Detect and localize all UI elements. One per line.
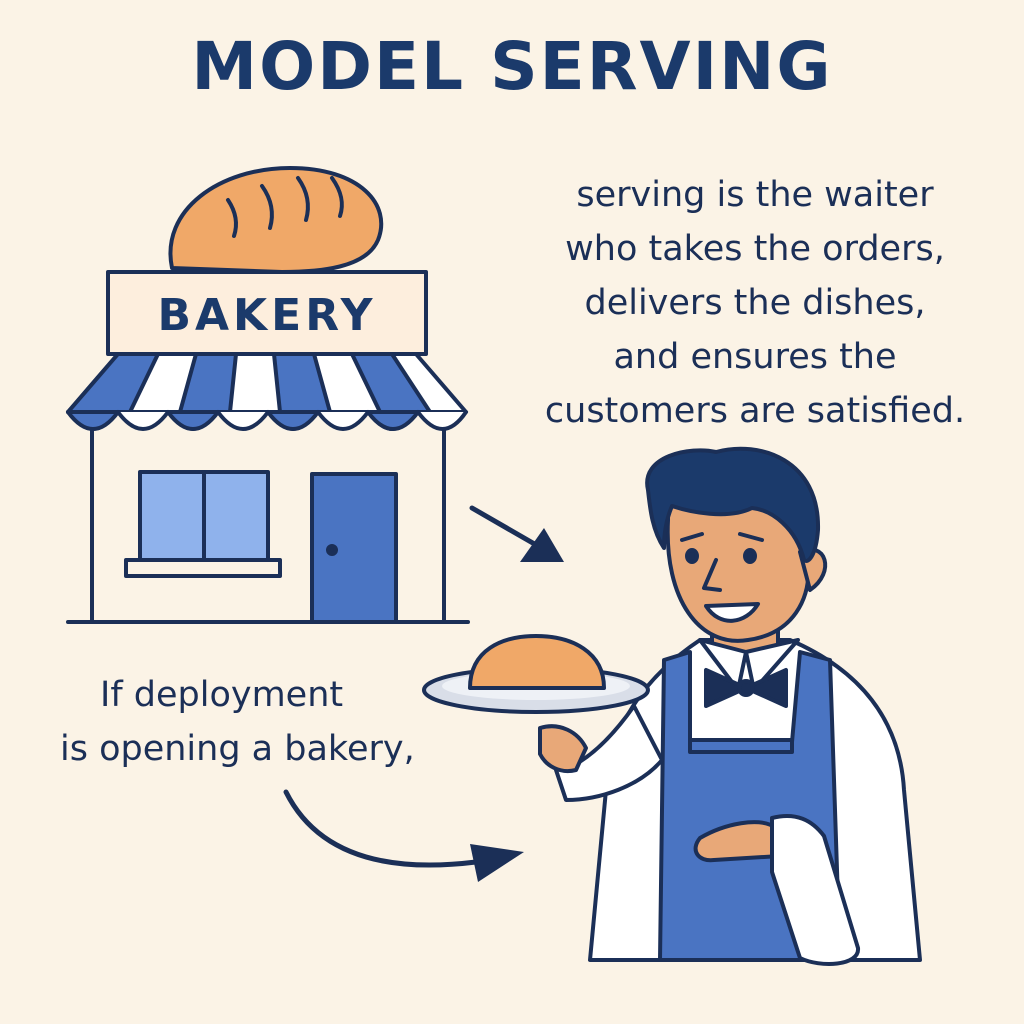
serving-caption-line: serving is the waiter xyxy=(576,175,934,215)
page-title: MODEL SERVING xyxy=(191,28,833,105)
bow-tie-icon xyxy=(704,668,788,708)
waiter-illustration xyxy=(538,446,922,966)
bakery-window xyxy=(124,470,282,578)
bakery-sign xyxy=(106,270,428,356)
arrow-icon xyxy=(469,505,564,562)
deployment-caption-line: If deployment xyxy=(100,675,344,715)
serving-caption-line: delivers the dishes, xyxy=(584,283,926,323)
curved-arrow-icon xyxy=(283,789,524,882)
hair xyxy=(645,446,821,563)
serving-caption-line: and ensures the xyxy=(613,337,897,377)
serving-caption-line: customers are satisfied. xyxy=(544,391,966,431)
tray-with-bread xyxy=(422,634,650,714)
bread-loaf-icon xyxy=(168,166,384,274)
bakery-door xyxy=(310,472,398,624)
deployment-caption-line: is opening a bakery, xyxy=(60,729,415,769)
bread-roll-icon xyxy=(468,634,606,690)
serving-caption-line: who takes the orders, xyxy=(565,229,945,269)
serving-caption: serving is the waiter who takes the orde… xyxy=(520,168,990,438)
awning xyxy=(66,352,468,431)
bakery-illustration xyxy=(66,166,470,624)
waiter-arm xyxy=(554,704,664,802)
towel xyxy=(770,814,860,966)
deployment-caption: If deployment is opening a bakery, xyxy=(60,668,460,776)
bakery-sign-text: BAKERY xyxy=(157,290,376,341)
